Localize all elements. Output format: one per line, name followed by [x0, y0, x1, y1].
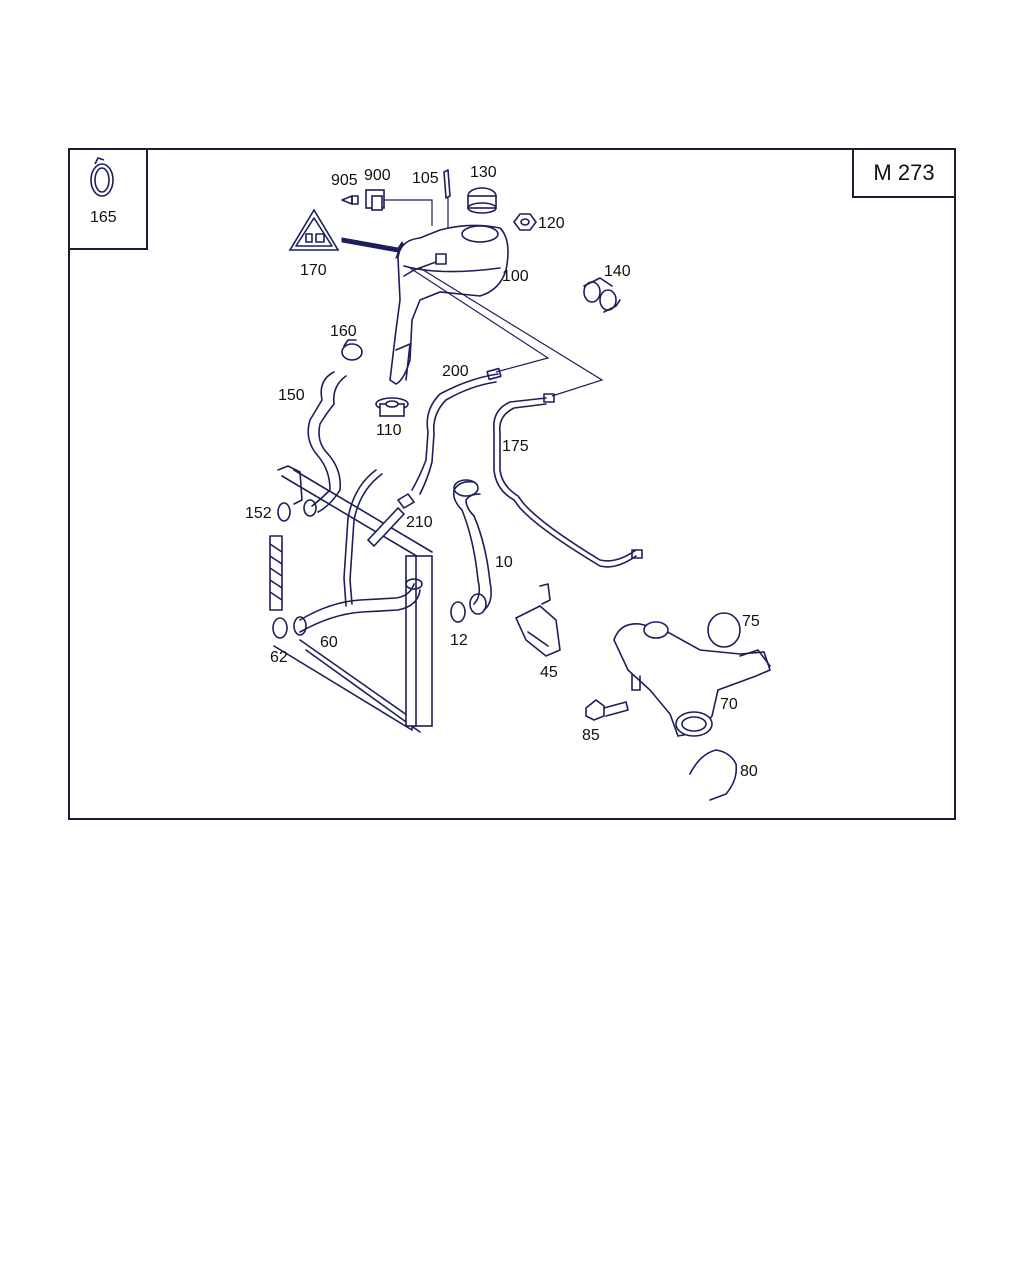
cap-130-icon — [467, 187, 497, 214]
label-152: 152 — [245, 505, 272, 522]
clamp-icon — [90, 163, 114, 197]
inset-clamp-svg: 165 — [90, 157, 117, 226]
hose-200-icon — [411, 373, 499, 495]
clip-80-icon — [689, 749, 738, 801]
label-175: 175 — [502, 438, 529, 455]
hose-60-end — [293, 616, 307, 636]
line-175-end-b — [631, 549, 643, 559]
label-210: 210 — [406, 514, 433, 531]
hose-60-end-b — [405, 578, 423, 590]
hose-10-end — [453, 479, 479, 497]
o-ring-152-icon — [277, 502, 291, 522]
label-120: 120 — [538, 215, 565, 232]
label-12: 12 — [450, 632, 468, 649]
warning-label-170-icon — [288, 208, 340, 251]
o-ring-75-icon — [707, 612, 741, 648]
bracket-45-icon — [514, 583, 561, 657]
label-70: 70 — [720, 696, 738, 713]
label-85: 85 — [582, 727, 600, 744]
label-62: 62 — [270, 649, 288, 666]
label-900: 900 — [364, 167, 391, 184]
line-175-end-a — [543, 393, 555, 403]
o-ring-12-icon — [450, 601, 466, 623]
hose-60-icon — [299, 583, 421, 633]
inset-box — [68, 148, 148, 250]
line-175-icon — [493, 397, 637, 568]
label-75: 75 — [742, 613, 760, 630]
fitting-905-icon — [341, 195, 359, 205]
fitting-210-icon — [366, 492, 416, 548]
clamp-tab-icon — [94, 157, 105, 165]
label-45: 45 — [540, 664, 558, 681]
radiator-icon — [269, 465, 433, 733]
bolt-85-icon — [585, 698, 629, 721]
label-10: 10 — [495, 554, 513, 571]
label-130: 130 — [470, 164, 497, 181]
label-150: 150 — [278, 387, 305, 404]
diagram-frame — [68, 148, 956, 820]
label-200: 200 — [442, 363, 469, 380]
clamp-inner-icon — [94, 167, 110, 193]
connector-900-icon — [365, 189, 433, 226]
housing-70-icon — [613, 621, 771, 737]
label-60: 60 — [320, 634, 338, 651]
leader-tank-2 — [419, 267, 604, 397]
label-170: 170 — [300, 262, 327, 279]
model-label-box: M 273 — [852, 148, 956, 198]
inset-label-165: 165 — [90, 209, 117, 226]
hose-200-fitting — [486, 367, 502, 381]
hose-150-end — [303, 499, 317, 517]
label-140: 140 — [604, 263, 631, 280]
label-100: 100 — [502, 268, 529, 285]
model-label: M 273 — [873, 160, 935, 185]
hose-10-icon — [452, 480, 492, 611]
leader-tank — [409, 267, 550, 373]
clamp-140-icon — [583, 277, 621, 313]
clamp-160-icon — [341, 339, 363, 361]
hose-10-end-b — [469, 593, 487, 615]
label-80: 80 — [740, 763, 758, 780]
label-160: 160 — [330, 323, 357, 340]
label-905: 905 — [331, 172, 358, 189]
nut-120-icon — [513, 213, 537, 231]
hose-radiator-upper — [343, 469, 383, 607]
grommet-110-icon — [375, 397, 409, 417]
label-105: 105 — [412, 170, 439, 187]
hose-150-icon — [307, 371, 347, 513]
expansion-tank-100-icon — [389, 224, 509, 385]
label-110: 110 — [376, 422, 402, 439]
o-ring-62-icon — [272, 617, 288, 639]
